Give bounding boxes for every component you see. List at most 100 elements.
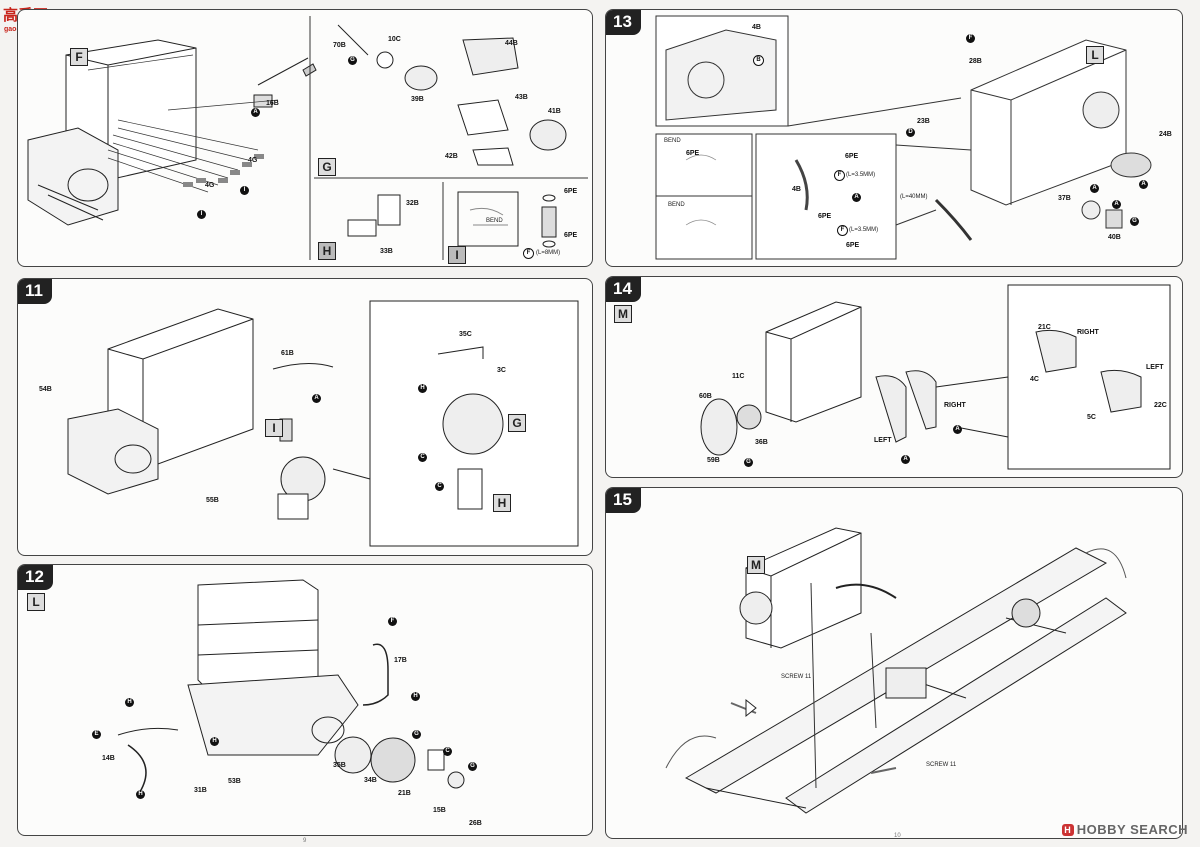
part-28b: 28B [969,58,982,65]
part-23b: 23B [917,118,930,125]
label-right-detail: RIGHT [1077,329,1099,336]
part-40b: 40B [1108,234,1121,241]
panel-step-12: 12 L F 17B H E H 14B H H 31B 53B 35B 34B… [17,564,593,836]
part-4c: 4C [1030,376,1039,383]
callout-h-1: H [411,692,420,701]
bend-label: BEND [486,218,503,224]
part-21c: 21C [1038,324,1051,331]
part-6pe-bottom: 6PE [564,232,578,239]
step-number-15: 15 [606,488,641,513]
part-44b: 44B [505,40,518,47]
part-70b: 70B [333,42,346,49]
step12-drawing [117,579,465,796]
callout-g-40b: G [1130,217,1139,226]
callout-a-24b: A [1139,180,1148,189]
part-22c: 22C [1154,402,1167,409]
callout-a-tube: A [852,193,861,202]
callout-h-4: H [210,737,219,746]
callout-a: A [312,394,321,403]
part-6pe-top: 6PE [564,188,578,195]
callout-h-top: H [418,384,427,393]
callout-f-tube: F [523,248,534,259]
hobby-search-icon: H [1061,824,1074,836]
screw-label-1: SCREW 11 [781,674,812,680]
step-number-12: 12 [18,565,53,590]
callout-f-note2: F [837,225,848,236]
tube-length-note: (L=8MM) [536,250,561,256]
part-26b: 26B [469,820,482,827]
part-61b: 61B [281,350,294,357]
part-14b: 14B [102,755,115,762]
subassembly-i-badge: I [265,419,283,437]
subassembly-f-badge: F [70,48,88,66]
callout-b-top: B [753,55,764,66]
part-37b: 37B [1058,195,1071,202]
panel-step-14: 14 M 11C 60B 36B G 59B RIGHT LEFT A A 21… [605,276,1183,478]
bend-label-1: BEND [664,138,681,144]
callout-h-3: H [136,790,145,799]
callout-i-1: I [240,186,249,195]
step13-drawing [655,15,1152,260]
callout-i-2: I [197,210,206,219]
callout-f: F [388,617,397,626]
subassembly-g-badge: G [508,414,526,432]
part-17b: 17B [394,657,407,664]
callout-h-2: H [125,698,134,707]
subassembly-h-badge: H [493,494,511,512]
page-number-right: 10 [894,833,901,839]
part-43b: 43B [515,94,528,101]
panel-step-15: 15 M SCREW 11 SCREW 11 10 [605,487,1183,839]
callout-g-1: G [412,730,421,739]
callout-f-28b: F [966,34,975,43]
part-21b: 21B [398,790,411,797]
subassembly-l-badge: L [1086,46,1104,64]
callout-f-note1: F [834,170,845,181]
step11-drawing [67,300,579,547]
part-15b: 15B [433,807,446,814]
part-6pe-c: 6PE [846,242,860,249]
part-24b: 24B [1159,131,1172,138]
part-36b: 36B [755,439,768,446]
screw-label-2: SCREW 11 [926,762,957,768]
callout-g: G [744,458,753,467]
panel-step-13: 13 4B B L F 28B 23B [605,9,1183,267]
part-34b: 34B [364,777,377,784]
callout-a-left: A [901,455,910,464]
part-31b: 31B [194,787,207,794]
callout-c-2: C [435,482,444,491]
part-33b: 33B [380,248,393,255]
part-4b-top: 4B [752,24,761,31]
callout-g-2: G [468,762,477,771]
part-41b: 41B [548,108,561,115]
part-16b: 16B [266,100,279,107]
callout-a: A [251,108,260,117]
callout-a-37b: A [1090,184,1099,193]
label-right: RIGHT [944,402,966,409]
step-number-14: 14 [606,277,641,302]
part-54b: 54B [39,386,52,393]
part-60b: 60B [699,393,712,400]
part-4g-lower: 4G [205,182,215,189]
subassembly-l-badge: L [27,593,45,611]
panel-step-11: 11 61B A I 54B 55B 35C 3C H G C C H [17,278,593,556]
bend-label-2: BEND [668,202,685,208]
panel-subassembly-fghi: F 16B 4G 4G A I I G 70B 10C 39B 44B 43B … [17,9,593,267]
page-number-left-outer: 9 [303,838,307,844]
callout-a-right: A [953,425,962,434]
part-4b-tube: 4B [792,186,801,193]
part-32b: 32B [406,200,419,207]
note-l35-2: (L=3.5MM) [849,227,879,233]
callout-c: C [443,747,452,756]
part-35c: 35C [459,331,472,338]
part-6pe-b: 6PE [818,213,832,220]
part-35b: 35B [333,762,346,769]
part-6pe-d: 6PE [686,150,700,157]
part-55b: 55B [206,497,219,504]
step15-drawing [665,527,1127,814]
part-6pe-a: 6PE [845,153,859,160]
label-left-detail: LEFT [1146,364,1164,371]
step-number-13: 13 [606,10,641,35]
part-53b: 53B [228,778,241,785]
part-11c: 11C [732,373,745,380]
part-59b: 59B [707,457,720,464]
